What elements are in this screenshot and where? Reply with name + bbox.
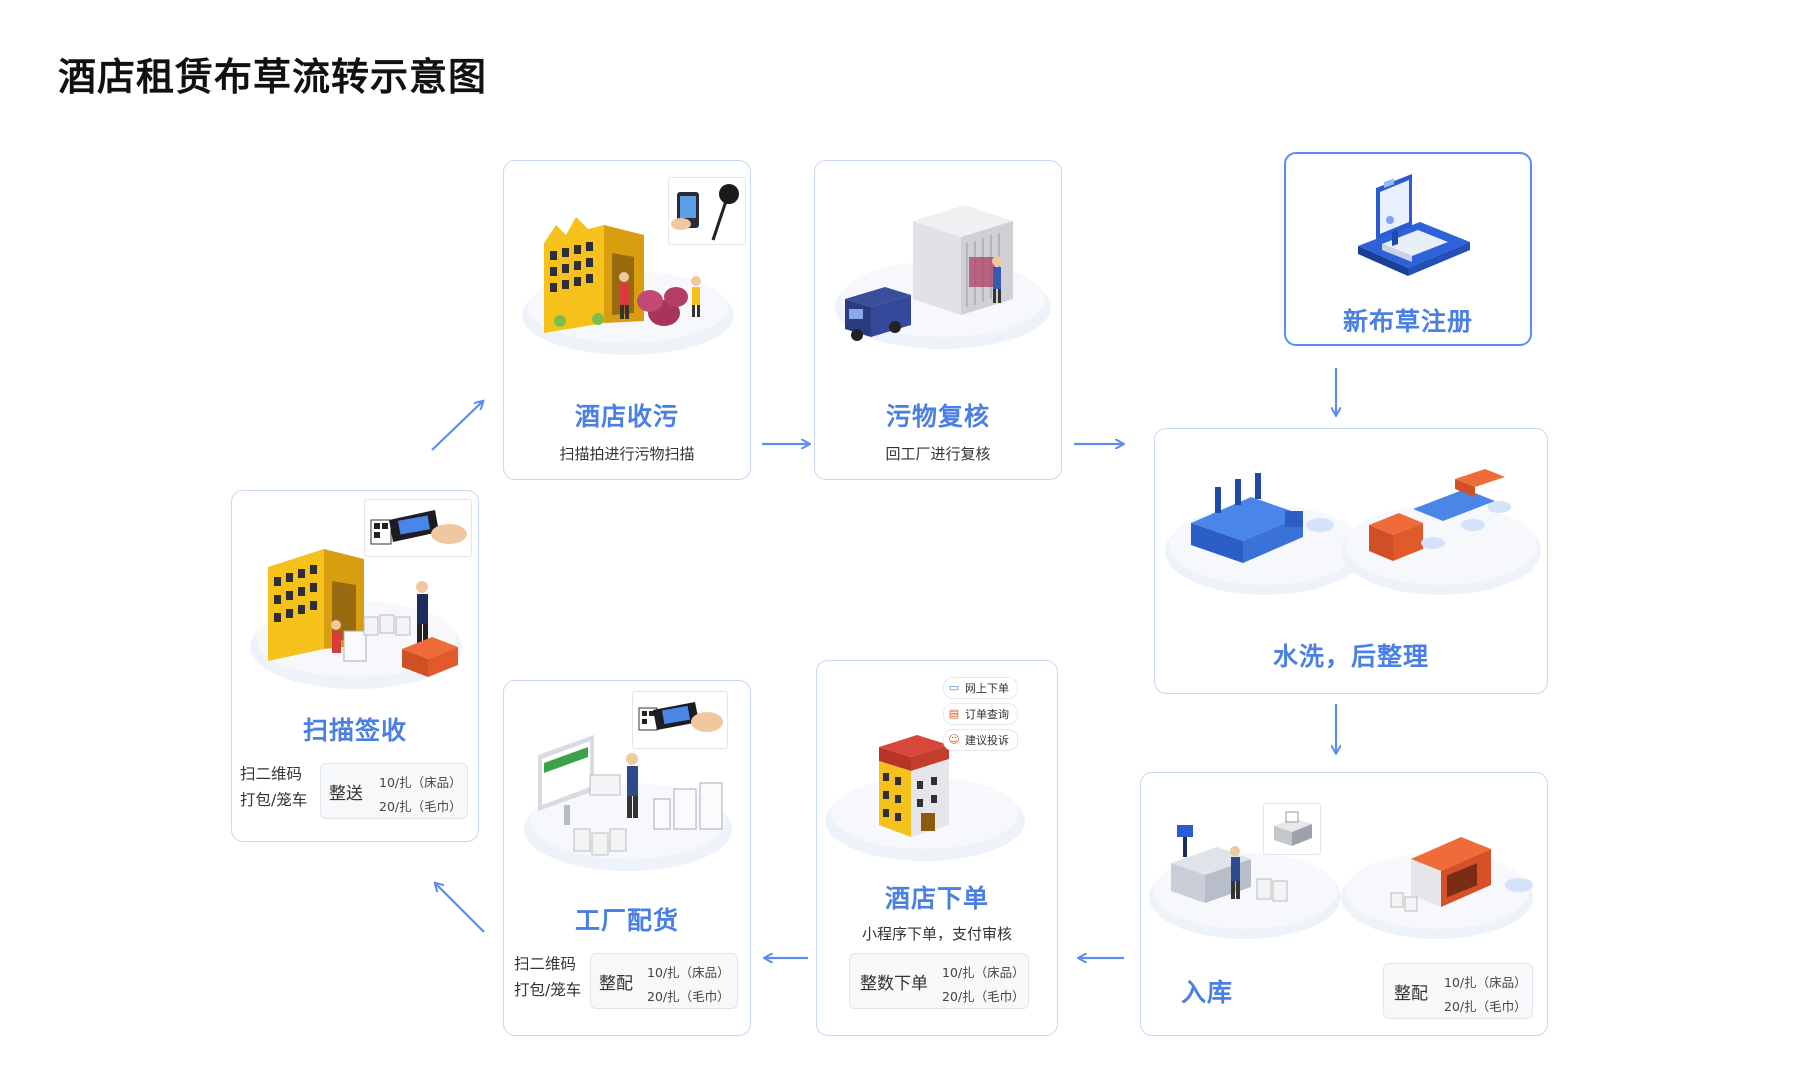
node-sign: 扫描签收 扫二维码 打包/笼车 整送 10/扎（床品） 20/扎（毛巾） xyxy=(231,490,479,842)
node-storage: 入库 整配 10/扎（床品） 20/扎（毛巾） xyxy=(1140,772,1548,1036)
node-sign-notes: 扫二维码 打包/笼车 xyxy=(240,761,307,813)
node-storage-tag-line-2: 20/扎（毛巾） xyxy=(1444,999,1527,1014)
node-sign-note-1: 扫二维码 xyxy=(240,765,303,783)
order-menu-complaint[interactable]: ☺ 建议投诉 xyxy=(943,729,1018,751)
node-distribute: 工厂配货 扫二维码 打包/笼车 整配 10/扎（床品） 20/扎（毛巾） xyxy=(503,680,751,1036)
recheck-illustration xyxy=(835,205,1051,349)
node-collect-title: 酒店收污 xyxy=(574,402,679,431)
node-wash: 水洗，后整理 xyxy=(1154,428,1548,694)
node-register: 新布草注册 xyxy=(1284,152,1532,346)
node-storage-title: 入库 xyxy=(1181,978,1234,1007)
node-register-title: 新布草注册 xyxy=(1342,307,1473,336)
node-storage-tag: 整配 10/扎（床品） 20/扎（毛巾） xyxy=(1383,963,1533,1019)
node-distribute-note-1: 扫二维码 xyxy=(514,955,577,973)
node-order-tag-main: 整数下单 xyxy=(860,973,928,994)
order-menu-online-order[interactable]: ▭ 网上下单 xyxy=(943,677,1018,699)
node-recheck: 污物复核 回工厂进行复核 xyxy=(814,160,1062,480)
node-recheck-subtitle: 回工厂进行复核 xyxy=(885,445,991,463)
wash-illustration xyxy=(1165,469,1541,595)
node-distribute-title: 工厂配货 xyxy=(574,906,679,935)
order-menu-online-order-label: 网上下单 xyxy=(965,682,1009,695)
support-agent-icon: ☺ xyxy=(948,733,960,746)
order-menu-order-query-label: 订单查询 xyxy=(965,708,1009,721)
node-order: ▭ 网上下单 ▤ 订单查询 ☺ 建议投诉 酒店下单 小程序下单，支付审核 整数下… xyxy=(816,660,1058,1036)
arrow-sign-to-collect xyxy=(431,402,482,451)
node-sign-tag-line-2: 20/扎（毛巾） xyxy=(379,799,462,814)
node-storage-tag-main: 整配 xyxy=(1394,983,1428,1004)
node-order-tag-line-1: 10/扎（床品） xyxy=(942,965,1025,980)
arrow-distribute-to-sign xyxy=(436,884,485,933)
node-sign-tag: 整送 10/扎（床品） 20/扎（毛巾） xyxy=(320,763,468,819)
node-storage-tag-line-1: 10/扎（床品） xyxy=(1444,975,1527,990)
node-order-subtitle: 小程序下单，支付审核 xyxy=(861,925,1012,943)
page-title: 酒店租赁布草流转示意图 xyxy=(58,55,488,99)
label-printer-icon xyxy=(1274,811,1312,846)
storage-illustration xyxy=(1149,825,1533,939)
node-wash-title: 水洗，后整理 xyxy=(1272,642,1429,671)
node-distribute-tag-line-2: 20/扎（毛巾） xyxy=(647,989,730,1004)
order-menu-complaint-label: 建议投诉 xyxy=(965,734,1009,747)
distribute-illustration xyxy=(524,735,732,871)
node-distribute-tag: 整配 10/扎（床品） 20/扎（毛巾） xyxy=(590,953,738,1009)
node-collect: 酒店收污 扫描拍进行污物扫描 xyxy=(503,160,751,480)
barcode-scanner-icon xyxy=(638,702,723,732)
collect-illustration xyxy=(522,217,734,355)
sign-illustration xyxy=(250,549,462,689)
node-distribute-notes: 扫二维码 打包/笼车 xyxy=(514,951,581,1003)
sign-scanner-photo-box xyxy=(364,499,472,557)
barcode-scanner-icon xyxy=(370,510,467,545)
registration-terminal-icon xyxy=(1358,174,1470,276)
node-sign-note-2: 打包/笼车 xyxy=(240,791,308,809)
node-recheck-title: 污物复核 xyxy=(885,402,990,431)
node-order-title: 酒店下单 xyxy=(884,884,989,913)
node-sign-title: 扫描签收 xyxy=(302,716,407,745)
node-sign-tag-line-1: 10/扎（床品） xyxy=(379,775,462,790)
node-order-tag-line-2: 20/扎（毛巾） xyxy=(942,989,1025,1004)
node-distribute-tag-line-1: 10/扎（床品） xyxy=(647,965,730,980)
node-collect-subtitle: 扫描拍进行污物扫描 xyxy=(559,445,695,463)
order-menu-order-query[interactable]: ▤ 订单查询 xyxy=(943,703,1018,725)
handheld-scanner-icon xyxy=(671,184,739,241)
node-distribute-note-2: 打包/笼车 xyxy=(514,981,582,999)
node-distribute-tag-main: 整配 xyxy=(599,973,633,994)
monitor-icon: ▭ xyxy=(948,681,960,694)
document-search-icon: ▤ xyxy=(948,707,960,720)
node-order-tag: 整数下单 10/扎（床品） 20/扎（毛巾） xyxy=(849,953,1029,1009)
scanner-photo-box xyxy=(668,177,746,245)
order-hotel-illustration xyxy=(825,735,1025,861)
distribute-scanner-photo-box xyxy=(632,691,728,749)
printer-photo-box xyxy=(1263,803,1321,855)
node-sign-tag-main: 整送 xyxy=(329,783,363,804)
